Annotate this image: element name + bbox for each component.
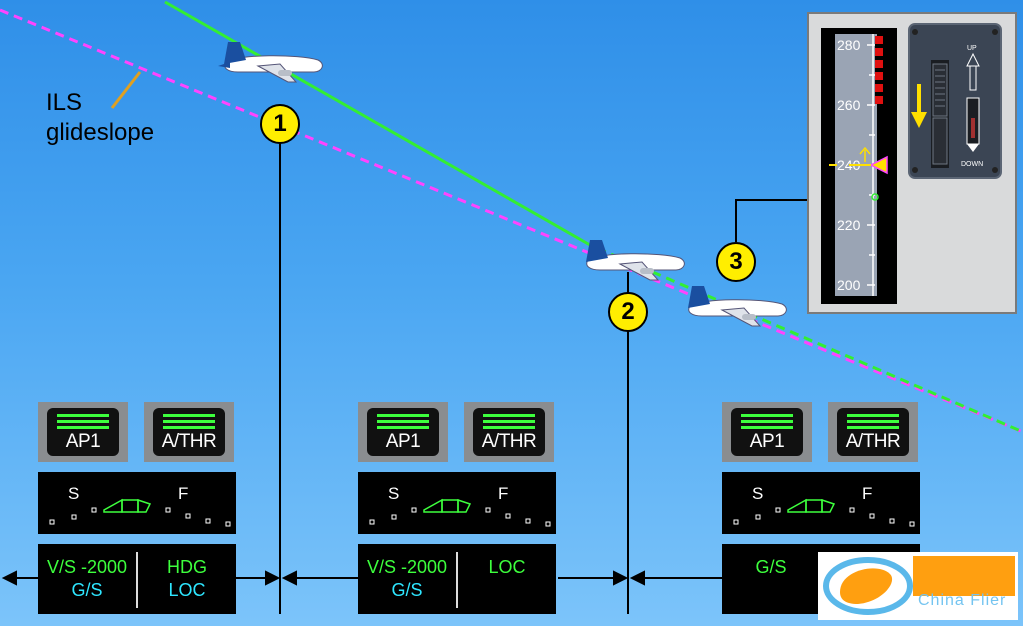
engaged-indicator-bars	[377, 414, 429, 432]
timeline-arrows	[1, 570, 722, 586]
autopilot-panel-3: AP1 A/THR S F	[722, 402, 922, 534]
speed-tick-220: 220	[837, 217, 861, 233]
flight-path-continuation	[589, 243, 1023, 434]
fma-vertical-active: G/S	[755, 557, 787, 577]
speed-trend-arrow-icon	[859, 146, 871, 162]
ap1-label: AP1	[65, 431, 101, 452]
ils-glideslope-line	[0, 8, 1023, 434]
fma-separator	[136, 552, 138, 608]
speed-scale-display: S F	[38, 472, 236, 534]
aircraft-icon	[586, 240, 685, 281]
athr-button[interactable]: A/THR	[464, 402, 554, 462]
ap1-label: AP1	[385, 431, 421, 452]
athr-label: A/THR	[481, 431, 537, 452]
speed-tape-labels: 280 260 240 220 200	[837, 37, 861, 293]
speed-tick-240: 240	[837, 157, 861, 173]
lever-down-label: DOWN	[961, 161, 983, 168]
flap-label: F	[498, 484, 509, 503]
slat-label: S	[752, 484, 764, 503]
engaged-indicator-bars	[483, 414, 535, 432]
autopilot-panel-2: AP1 A/THR S F	[358, 402, 558, 534]
flap-label: F	[862, 484, 873, 503]
marker-2: 2	[608, 292, 648, 332]
fma-lateral-active: HDG	[167, 557, 207, 577]
up-arrow-icon	[966, 52, 980, 91]
aircraft-icon	[218, 42, 323, 83]
ils-glideslope-label: ILS glideslope	[46, 88, 154, 148]
ap1-button[interactable]: AP1	[38, 402, 128, 462]
flap-label: F	[178, 484, 189, 503]
athr-label: A/THR	[845, 431, 901, 452]
marker-3-connector	[735, 199, 808, 242]
engaged-indicator-bars	[163, 414, 215, 432]
athr-label: A/THR	[161, 431, 217, 452]
down-bar-icon	[966, 97, 980, 152]
target-speed-marker	[869, 155, 888, 175]
ils-label-line1: ILS	[46, 89, 83, 116]
marker-3: 3	[716, 242, 756, 282]
athr-button[interactable]: A/THR	[828, 402, 918, 462]
engaged-indicator-bars	[57, 414, 109, 432]
ils-label-line2: glideslope	[46, 119, 155, 146]
china-flier-logo-icon	[823, 557, 913, 615]
flap-indicator-icon	[733, 498, 915, 527]
down-arrow-icon	[911, 84, 927, 128]
aircraft-icon	[688, 286, 787, 327]
slat-label: S	[68, 484, 80, 503]
ils-label-pointer	[110, 71, 142, 109]
fma-vertical-active: V/S -2000	[46, 557, 128, 577]
watermark-text: China Flier	[918, 592, 1007, 609]
fma-vertical-armed: G/S	[391, 580, 423, 600]
speed-scale-display: S F	[358, 472, 556, 534]
lever-grip-icon[interactable]	[932, 63, 948, 165]
engaged-indicator-bars	[847, 414, 899, 432]
speedbrake-lever-panel: UP DOWN	[908, 23, 1002, 179]
autopilot-panel-1: AP1 A/THR S F	[38, 402, 238, 534]
engaged-indicator-bars	[741, 414, 793, 432]
fma-vertical-armed: G/S	[71, 580, 103, 600]
fma-separator	[456, 552, 458, 608]
speed-tick-280: 280	[837, 37, 861, 53]
speed-tick-260: 260	[837, 97, 861, 113]
fma-display-1: V/S -2000 G/S HDG LOC	[38, 544, 236, 614]
watermark-flag	[913, 556, 1015, 596]
watermark-logo: China Flier	[818, 552, 1018, 620]
fma-lateral-armed: LOC	[168, 580, 206, 600]
speed-tick-200: 200	[837, 277, 861, 293]
marker-1: 1	[260, 104, 300, 144]
fma-lateral-active: LOC	[488, 557, 526, 577]
athr-button[interactable]: A/THR	[144, 402, 234, 462]
flap-indicator-icon	[49, 498, 231, 527]
ap1-label: AP1	[749, 431, 785, 452]
flap-indicator-icon	[369, 498, 551, 527]
fma-vertical-active: V/S -2000	[366, 557, 448, 577]
slat-label: S	[388, 484, 400, 503]
speed-scale-display: S F	[722, 472, 920, 534]
flight-path-line	[164, 0, 591, 247]
overspeed-band	[875, 36, 883, 104]
green-dot-speed-icon	[871, 193, 879, 201]
lever-up-label: UP	[967, 45, 977, 52]
ap1-button[interactable]: AP1	[358, 402, 448, 462]
ap1-button[interactable]: AP1	[722, 402, 812, 462]
speed-tape-inset: 280 260 240 220 200	[807, 12, 1017, 314]
fma-display-2: V/S -2000 G/S LOC	[358, 544, 556, 614]
